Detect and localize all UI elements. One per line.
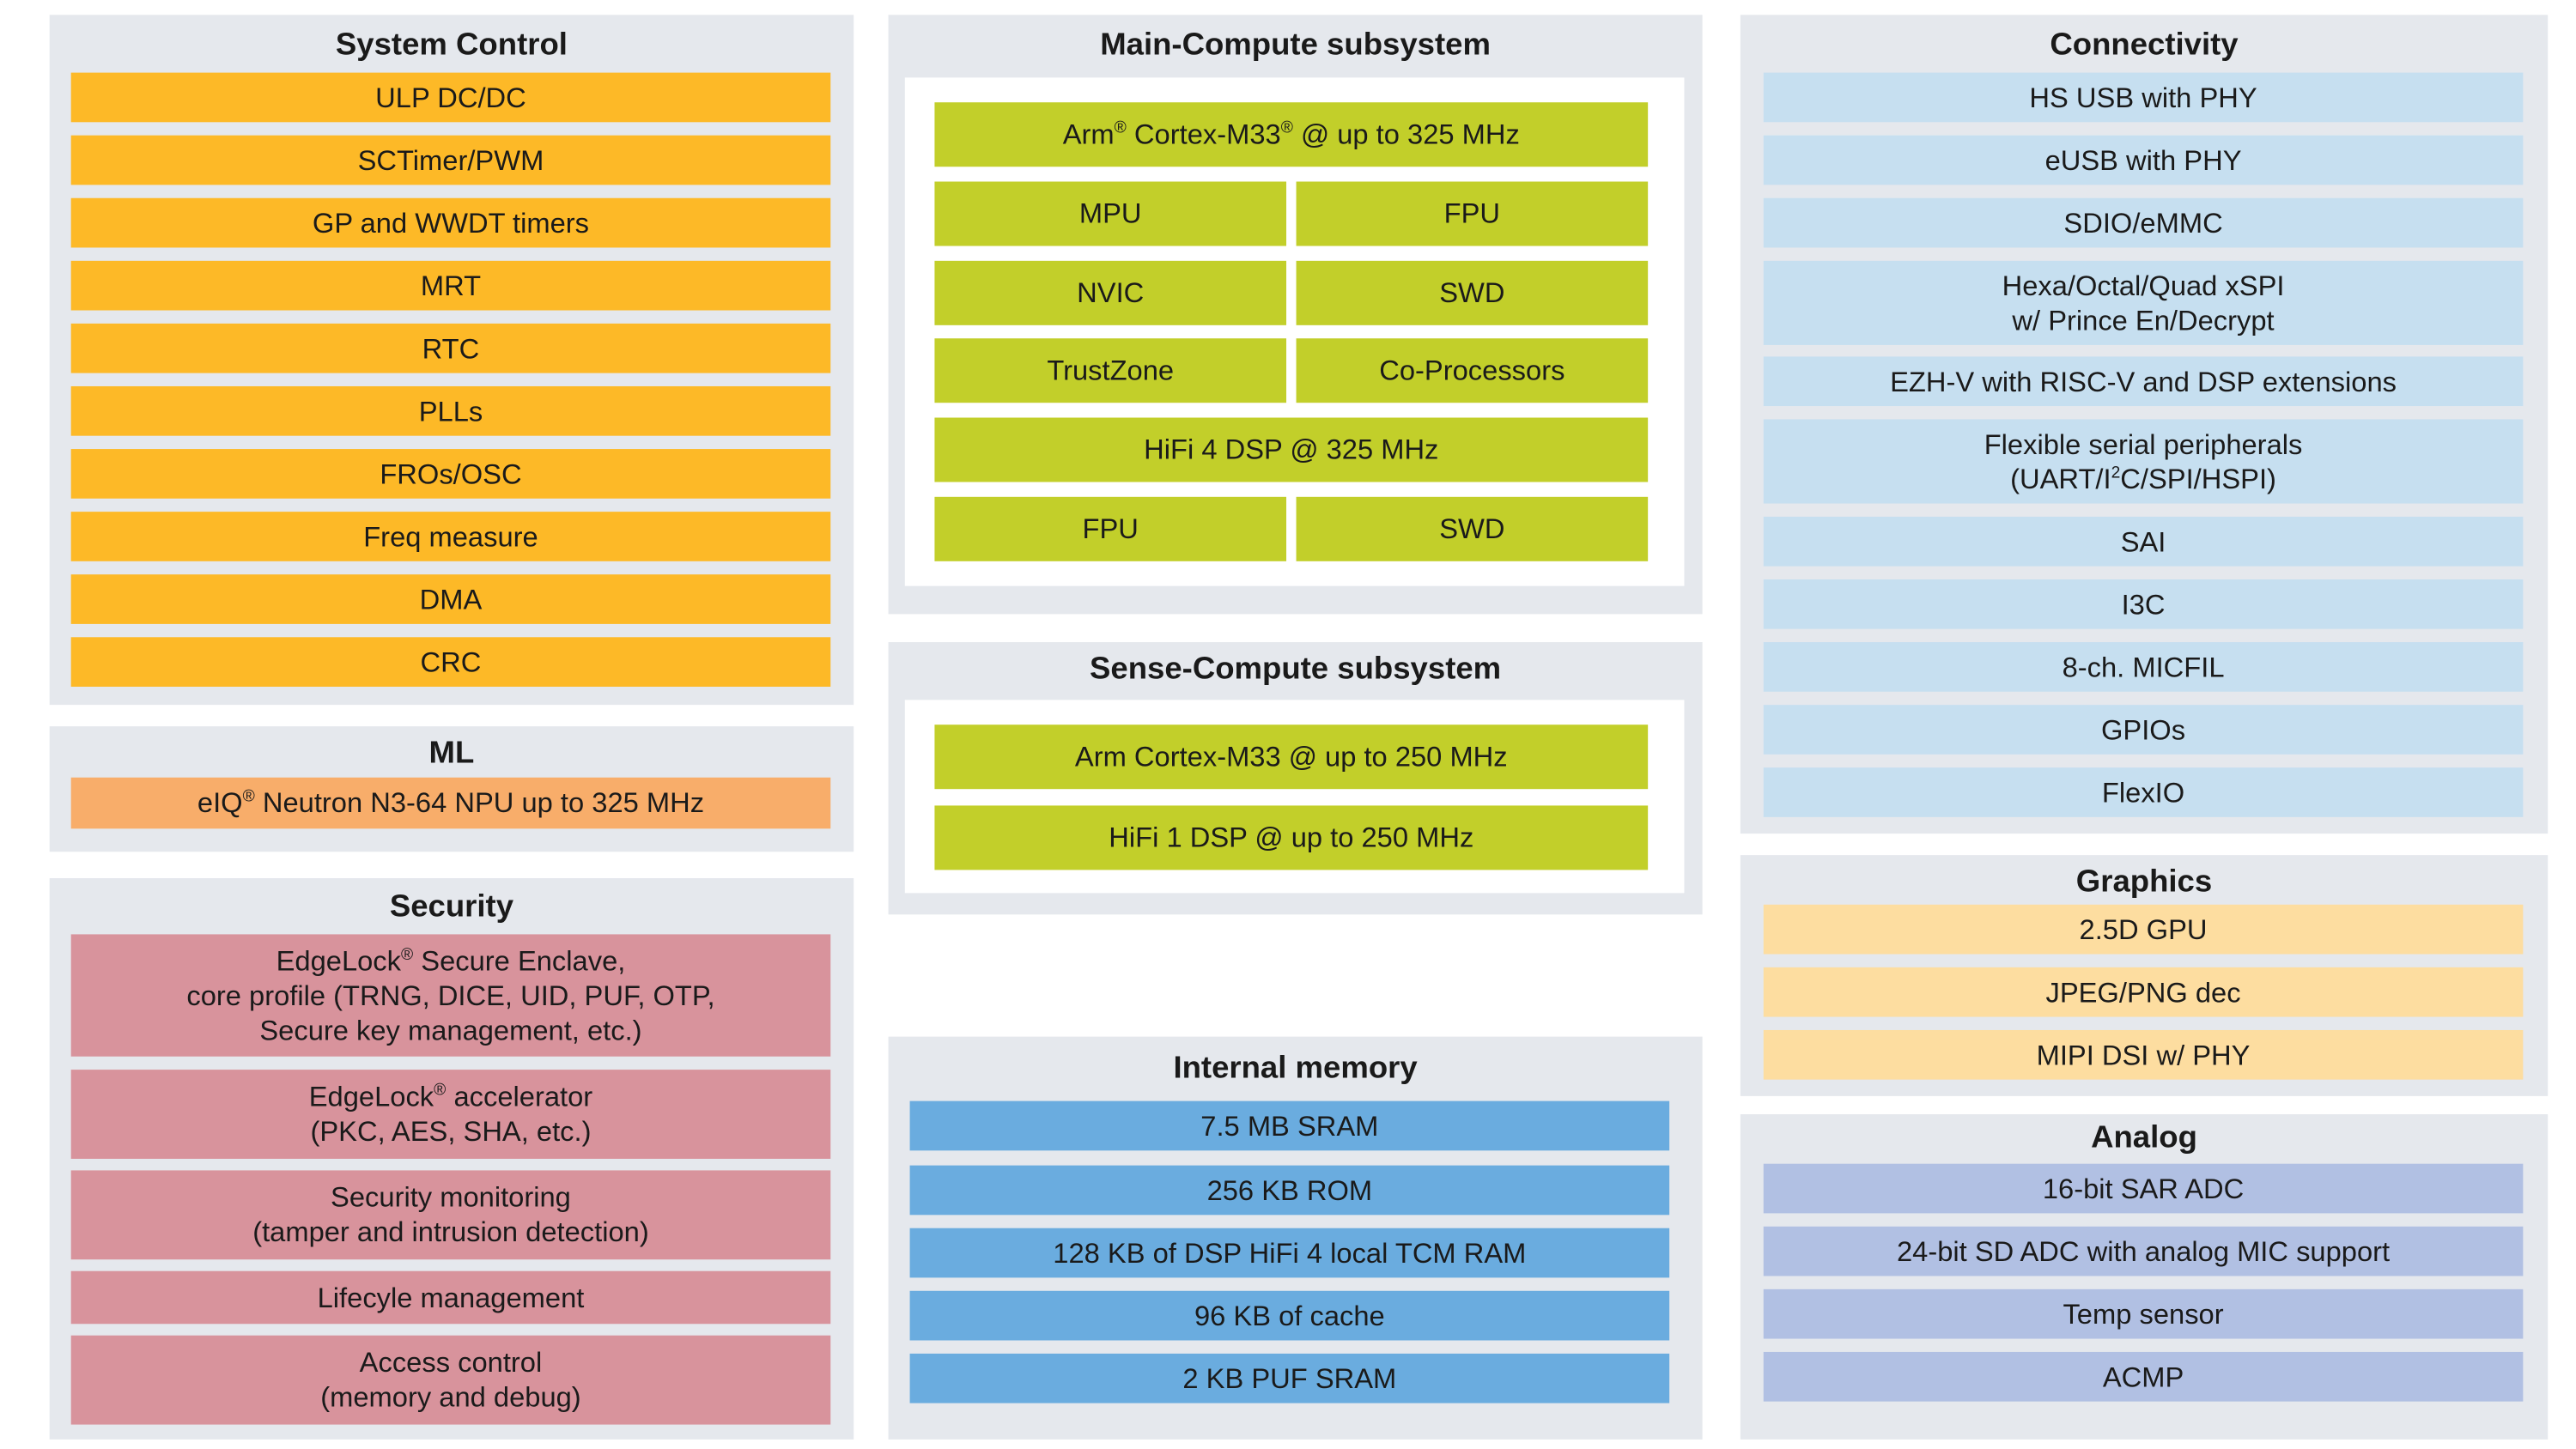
hifi4-dsp-block: HiFi 4 DSP @ 325 MHz xyxy=(934,417,1649,482)
i3c-block: I3C xyxy=(1763,579,2524,629)
system-control-item: FROs/OSC xyxy=(70,449,831,499)
sai-block: SAI xyxy=(1763,516,2524,567)
system-control-item: ULP DC/DC xyxy=(70,72,831,123)
secure-enclave-block: EdgeLock® Secure Enclave, core profile (… xyxy=(70,934,831,1057)
micfil-block: 8-ch. MICFIL xyxy=(1763,642,2524,692)
system-control-item: GP and WWDT timers xyxy=(70,197,831,248)
sense-compute-inner: Arm Cortex-M33 @ up to 250 MHz HiFi 1 DS… xyxy=(904,700,1685,894)
connectivity-panel: Connectivity HS USB with PHY eUSB with P… xyxy=(1740,15,2549,834)
coprocessors-block: Co-Processors xyxy=(1296,338,1649,403)
system-control-panel: System Control ULP DC/DC SCTimer/PWM GP … xyxy=(49,15,854,706)
main-compute-panel: Main-Compute subsystem Arm® Cortex-M33® … xyxy=(888,15,1703,615)
system-control-item: DMA xyxy=(70,574,831,624)
graphics-item: 2.5D GPU xyxy=(1763,904,2524,955)
memory-item: 7.5 MB SRAM xyxy=(909,1100,1670,1151)
main-cpu-block: Arm® Cortex-M33® @ up to 325 MHz xyxy=(934,102,1649,167)
analog-item: 16-bit SAR ADC xyxy=(1763,1163,2524,1214)
flexio-block: FlexIO xyxy=(1763,767,2524,817)
sense-compute-panel: Sense-Compute subsystem Arm Cortex-M33 @… xyxy=(888,642,1703,915)
sense-cpu-block: Arm Cortex-M33 @ up to 250 MHz xyxy=(934,724,1649,790)
graphics-title: Graphics xyxy=(2075,864,2213,900)
memory-item: 256 KB ROM xyxy=(909,1165,1670,1216)
internal-memory-panel: Internal memory 7.5 MB SRAM 256 KB ROM 1… xyxy=(888,1036,1703,1440)
security-panel: Security EdgeLock® Secure Enclave, core … xyxy=(49,878,854,1440)
trustzone-block: TrustZone xyxy=(934,338,1287,403)
sdio-block: SDIO/eMMC xyxy=(1763,197,2524,248)
ezh-block: EZH-V with RISC-V and DSP extensions xyxy=(1763,356,2524,407)
flexible-serial-block: Flexible serial peripherals (UART/I2C/SP… xyxy=(1763,419,2524,504)
swd-block: SWD xyxy=(1296,260,1649,325)
hs-usb-block: HS USB with PHY xyxy=(1763,72,2524,123)
security-title: Security xyxy=(389,889,514,925)
main-compute-title: Main-Compute subsystem xyxy=(1100,27,1491,64)
access-control-block: Access control (memory and debug) xyxy=(70,1335,831,1425)
system-control-item: RTC xyxy=(70,323,831,373)
analog-item: 24-bit SD ADC with analog MIC support xyxy=(1763,1226,2524,1276)
graphics-panel: Graphics 2.5D GPU JPEG/PNG dec MIPI DSI … xyxy=(1740,855,2549,1096)
system-control-item: SCTimer/PWM xyxy=(70,135,831,185)
memory-item: 128 KB of DSP HiFi 4 local TCM RAM xyxy=(909,1228,1670,1278)
system-control-item: PLLs xyxy=(70,385,831,436)
analog-item: ACMP xyxy=(1763,1351,2524,1402)
npu-block: eIQ® Neutron N3-64 NPU up to 325 MHz xyxy=(70,777,831,829)
analog-item: Temp sensor xyxy=(1763,1288,2524,1339)
lifecycle-block: Lifecyle management xyxy=(70,1270,831,1325)
dsp-fpu-block: FPU xyxy=(934,496,1287,561)
mpu-block: MPU xyxy=(934,181,1287,246)
graphics-item: MIPI DSI w/ PHY xyxy=(1763,1029,2524,1080)
accelerator-block: EdgeLock® accelerator (PKC, AES, SHA, et… xyxy=(70,1070,831,1159)
eusb-block: eUSB with PHY xyxy=(1763,135,2524,185)
hifi1-dsp-block: HiFi 1 DSP @ up to 250 MHz xyxy=(934,805,1649,870)
analog-title: Analog xyxy=(2091,1120,2197,1156)
system-control-item: MRT xyxy=(70,260,831,311)
nvic-block: NVIC xyxy=(934,260,1287,325)
memory-item: 96 KB of cache xyxy=(909,1290,1670,1341)
security-monitoring-block: Security monitoring (tamper and intrusio… xyxy=(70,1170,831,1260)
graphics-item: JPEG/PNG dec xyxy=(1763,967,2524,1017)
connectivity-title: Connectivity xyxy=(2050,27,2239,64)
memory-item: 2 KB PUF SRAM xyxy=(909,1353,1670,1404)
ml-panel: ML eIQ® Neutron N3-64 NPU up to 325 MHz xyxy=(49,726,854,852)
system-control-item: CRC xyxy=(70,637,831,687)
dsp-swd-block: SWD xyxy=(1296,496,1649,561)
fpu-block: FPU xyxy=(1296,181,1649,246)
gpios-block: GPIOs xyxy=(1763,705,2524,755)
xspi-block: Hexa/Octal/Quad xSPI w/ Prince En/Decryp… xyxy=(1763,260,2524,345)
system-control-item: Freq measure xyxy=(70,512,831,561)
internal-memory-title: Internal memory xyxy=(1173,1051,1418,1087)
main-compute-inner: Arm® Cortex-M33® @ up to 325 MHz MPU FPU… xyxy=(904,77,1685,586)
sense-compute-title: Sense-Compute subsystem xyxy=(1089,652,1502,687)
analog-panel: Analog 16-bit SAR ADC 24-bit SD ADC with… xyxy=(1740,1114,2549,1440)
ml-title: ML xyxy=(428,736,475,772)
system-control-title: System Control xyxy=(335,27,568,64)
